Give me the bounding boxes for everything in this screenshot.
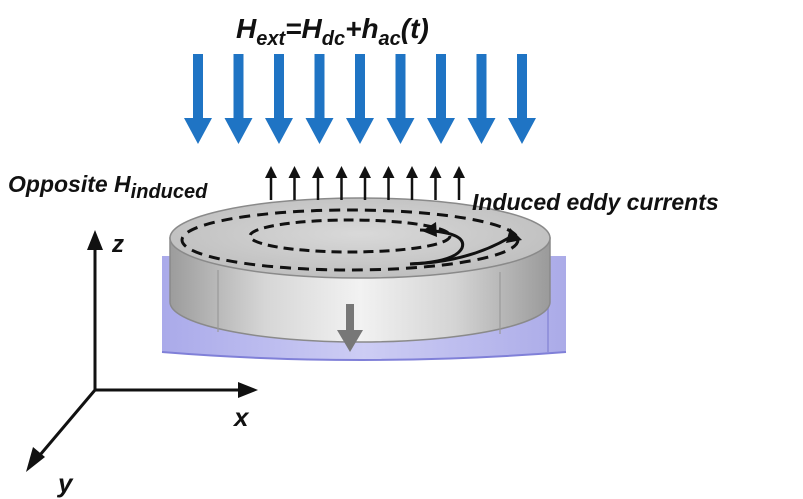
induced-field-arrow-up-icon: [406, 166, 418, 200]
coordinate-axes: [26, 230, 258, 472]
x-arrow-icon: [238, 382, 258, 398]
external-field-arrow-down-icon: [224, 54, 253, 144]
plus-sign: +: [345, 13, 361, 44]
z-axis-label: z: [111, 231, 124, 258]
opposite-induced-label: Opposite Hinduced: [8, 171, 208, 203]
external-field-arrow-down-icon: [305, 54, 334, 144]
eddy-current-spiral-icon: [180, 208, 522, 272]
external-field-arrow-down-icon: [467, 54, 496, 144]
external-field-arrow-down-icon: [386, 54, 415, 144]
induced-field-arrow-up-icon: [359, 166, 371, 200]
h-dc-subscript: dc: [322, 28, 345, 50]
induced-field-arrow-up-icon: [288, 166, 301, 200]
external-field-arrows: [184, 54, 536, 144]
opposite-h-text: Opposite H: [8, 171, 131, 197]
y-axis-label: y: [56, 468, 74, 498]
external-field-arrow-down-icon: [427, 54, 455, 144]
h-ext-subscript: ext: [256, 28, 286, 50]
external-field-arrow-down-icon: [265, 54, 293, 144]
induced-field-arrow-up-icon: [429, 166, 442, 200]
external-field-arrow-down-icon: [184, 54, 212, 144]
induced-field-arrow-up-icon: [312, 166, 324, 200]
formula-text: Hext=Hdc+hac(t): [236, 13, 429, 50]
induced-field-arrow-up-icon: [382, 166, 395, 200]
h-ac-symbol: h: [361, 13, 378, 44]
eddy-currents-label: Induced eddy currents: [472, 189, 719, 215]
external-field-arrow-down-icon: [508, 54, 536, 144]
z-arrow-icon: [87, 230, 103, 250]
external-field-arrow-down-icon: [346, 54, 374, 144]
induced-field-arrows: [265, 166, 465, 200]
induced-field-arrow-up-icon: [453, 166, 465, 200]
x-axis-label: x: [232, 402, 250, 432]
time-argument: (t): [401, 13, 429, 44]
equals-sign: =: [285, 13, 301, 44]
induced-subscript: induced: [131, 181, 208, 203]
magnetization-arrow: [337, 304, 363, 352]
induced-field-arrow-up-icon: [265, 166, 277, 200]
induced-field-arrow-up-icon: [335, 166, 348, 200]
y-arrow-icon: [26, 447, 45, 472]
h-ac-subscript: ac: [379, 28, 401, 50]
h-ext-symbol: H: [236, 13, 257, 44]
h-dc-symbol: H: [302, 13, 323, 44]
